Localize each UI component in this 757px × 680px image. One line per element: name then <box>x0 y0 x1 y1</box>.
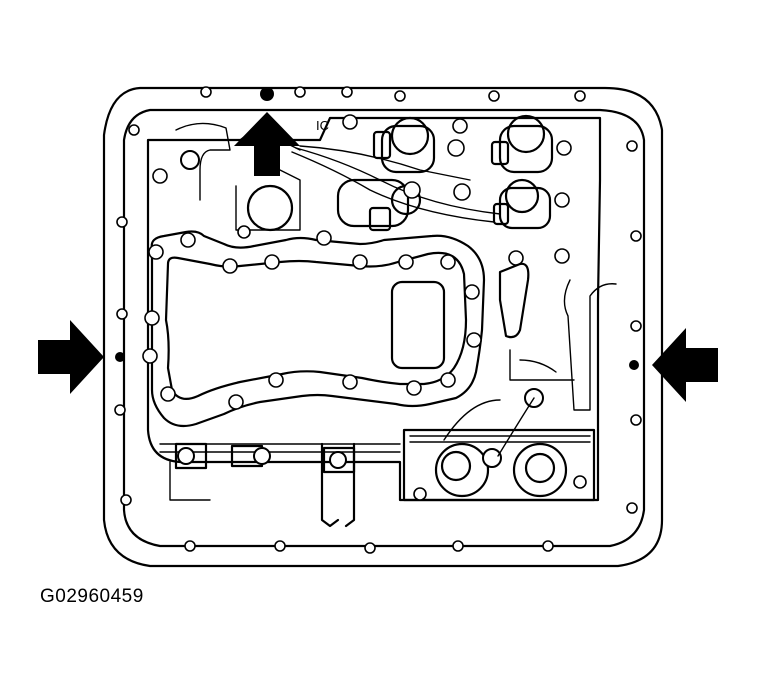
valve-body-outline <box>146 116 602 502</box>
arrow-right-icon <box>38 320 104 394</box>
flange-holes <box>114 86 642 554</box>
figure-id-label: G02960459 <box>40 586 144 607</box>
gasket-plate <box>150 230 486 428</box>
arrow-down-icon <box>234 112 300 176</box>
wire-harness-2 <box>291 151 495 223</box>
upper-left-bracket <box>175 122 231 201</box>
solenoid-lower-right <box>512 442 568 498</box>
right-channel <box>563 279 617 411</box>
small-label: IC <box>316 118 329 133</box>
solenoid-left-bolt <box>237 225 251 239</box>
detent-bolt-2 <box>253 447 271 465</box>
centre-bolt <box>329 451 347 469</box>
detent-lever <box>174 442 264 470</box>
solenoid-top-right <box>490 114 554 174</box>
upper-left-bolt <box>180 150 200 170</box>
marked-hole-top <box>260 87 274 101</box>
right-link <box>509 349 575 381</box>
wire-harness-1 <box>295 147 501 215</box>
marked-hole-left <box>115 352 125 362</box>
lower-wire <box>443 397 535 457</box>
detent-bolt-1 <box>177 447 195 465</box>
solenoid-left <box>246 184 294 232</box>
lower-bolt-1 <box>482 448 502 468</box>
wire-harness-3 <box>299 145 471 181</box>
centre-block <box>322 446 356 474</box>
solenoid-mid-right <box>492 178 552 230</box>
body-bolts-top <box>342 114 572 266</box>
right-slot <box>498 262 530 339</box>
gasket-port <box>390 280 446 370</box>
marked-hole-right <box>629 360 639 370</box>
solenoid-top-centre <box>372 116 436 174</box>
lower-right-plate-line <box>409 435 591 443</box>
solenoid-lower-left <box>434 442 490 498</box>
lower-right-plate <box>402 428 596 502</box>
upper-left-boss <box>152 168 168 184</box>
gasket-bolts <box>142 230 482 410</box>
gasket-inner-cutout <box>164 251 468 401</box>
lower-bolt-2 <box>413 487 427 501</box>
pan-flange-inner <box>122 108 646 548</box>
solenoid-mid-centre <box>336 178 422 232</box>
manual-valve-rail <box>159 443 401 501</box>
pan-flange-outer <box>102 86 664 568</box>
arrow-left-icon <box>652 328 718 402</box>
lower-bolt-3 <box>573 475 587 489</box>
